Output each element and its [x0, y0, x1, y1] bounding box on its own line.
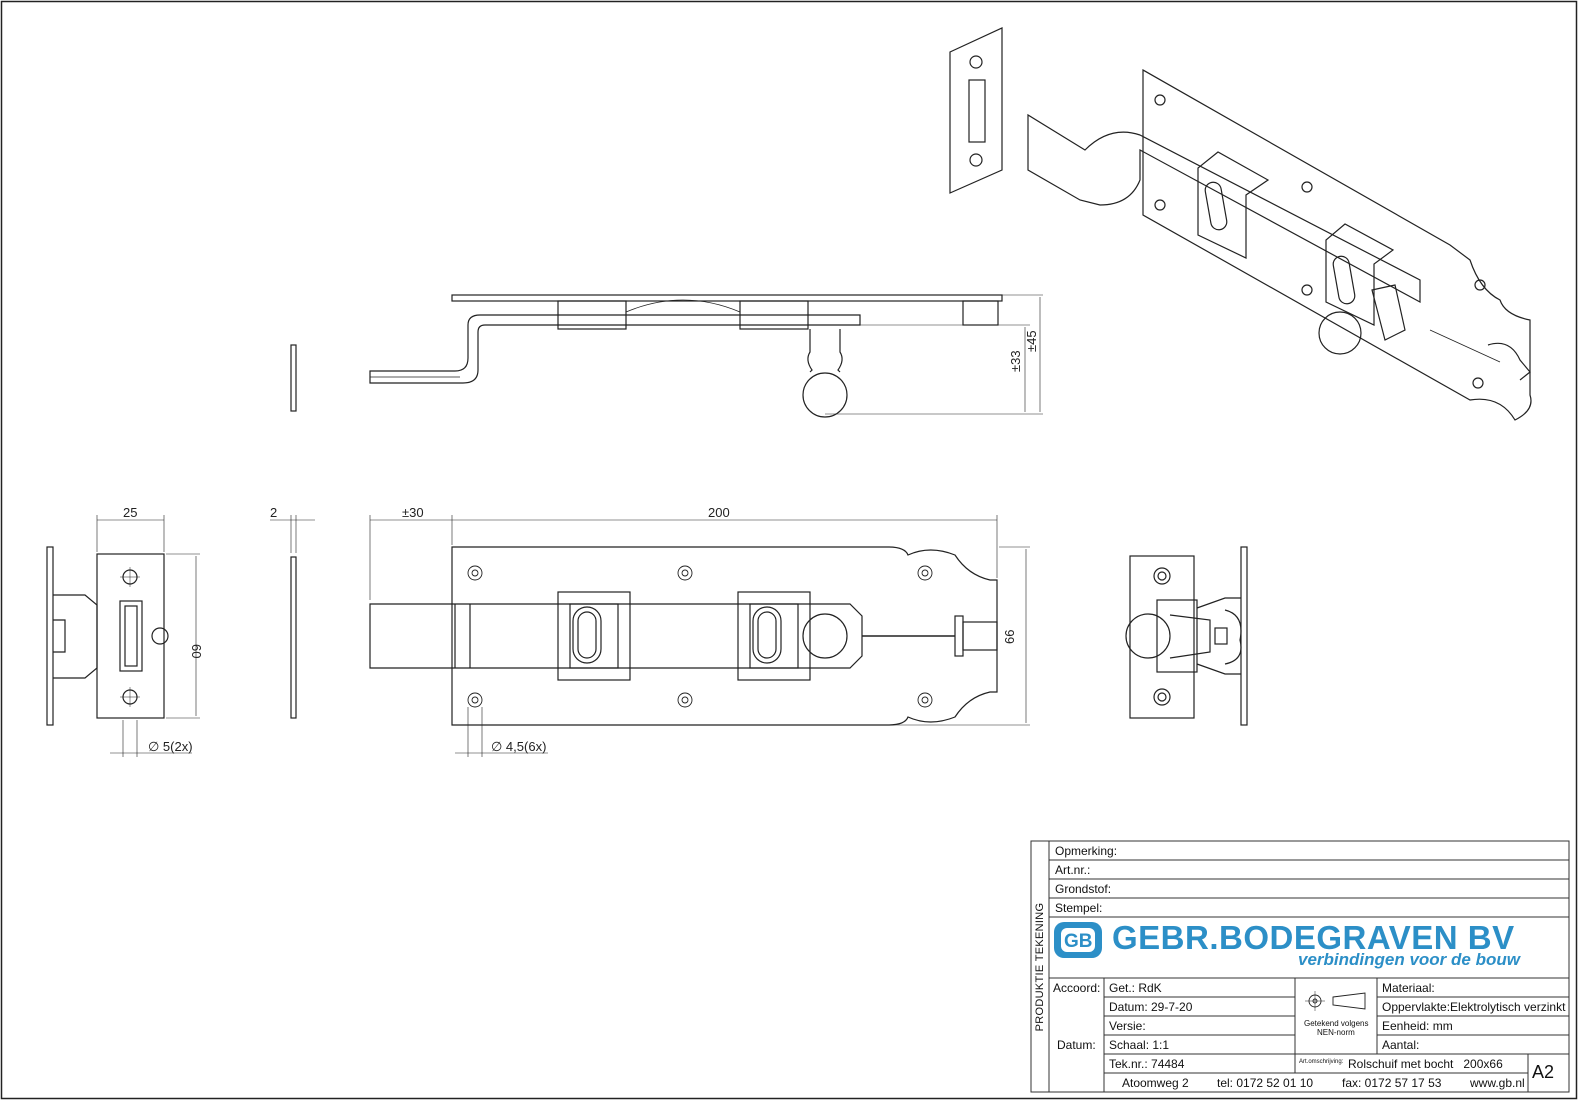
telephone: tel: 0172 52 01 10 [1217, 1076, 1314, 1090]
production-drawing-label: PRODUKTIE TEKENING [1034, 902, 1046, 1031]
dim-hole-plate: ∅ 4,5(6x) [491, 739, 546, 754]
dim-hole-keeper: ∅ 5(2x) [148, 739, 193, 754]
unit: Eenheid: mm [1382, 1019, 1453, 1033]
art-nr-label: Art.nr.: [1055, 863, 1091, 877]
dim-length: 200 [708, 505, 730, 520]
front-view [369, 515, 1030, 757]
grondstof-label: Grondstof: [1055, 882, 1112, 896]
dim-plate-thickness: 2 [270, 505, 277, 520]
company-logo: GB [1054, 922, 1102, 958]
stempel-label: Stempel: [1055, 901, 1103, 915]
isometric-view [949, 27, 1532, 421]
projection-symbol-icon [1305, 991, 1366, 1011]
website: www.gb.nl [1470, 1076, 1525, 1090]
base-plate-iso [1142, 68, 1532, 421]
drawing-number: Tek.nr.: 74484 [1109, 1057, 1185, 1071]
dim-bolt-height: 60 [189, 644, 204, 658]
end-plate [1129, 555, 1195, 719]
knob-side [802, 372, 848, 418]
keeper-iso-1 [1197, 151, 1270, 259]
article-description: Rolschuif met bocht 200x66 [1348, 1057, 1503, 1071]
keeper-iso-2 [1325, 223, 1395, 326]
dim-bolt-offset: ±30 [402, 505, 424, 520]
aantal-label: Aantal: [1382, 1038, 1420, 1052]
keeper-front-view [46, 515, 200, 757]
knob-end [1125, 613, 1171, 659]
base-plate-front [451, 546, 998, 726]
materiaal-label: Materiaal: [1382, 981, 1435, 995]
strike-plate-iso [949, 27, 1003, 194]
bolt-front [369, 603, 863, 669]
end-tab-side [962, 300, 999, 326]
keeper-front-2 [737, 591, 811, 681]
dim-depth-33: ±33 [1008, 350, 1023, 372]
norm-line-2: NEN-norm [1317, 1028, 1355, 1037]
company-name: GEBR.BODEGRAVEN BV [1112, 919, 1515, 956]
datum-accoord-label: Datum: [1057, 1038, 1096, 1052]
accoord-label: Accoord: [1053, 981, 1101, 995]
bolt-iso [1027, 113, 1421, 304]
end-view [1125, 546, 1248, 726]
company-tagline: verbindingen voor de bouw [1298, 950, 1520, 969]
drawn-by: Get.: RdK [1109, 981, 1162, 995]
strike-plate-side [290, 344, 297, 412]
knob-iso [1318, 311, 1362, 355]
base-plate-side [451, 294, 1003, 302]
art-omschrijving-label: Art.omschrijving: [1299, 1059, 1344, 1065]
dim-bolt-width: 25 [123, 505, 137, 520]
logo-letters: GB [1064, 931, 1093, 952]
knob-front [802, 613, 848, 659]
dim-depth-45: ±45 [1024, 330, 1039, 352]
surface-treatment: Oppervlakte:Elektrolytisch verzinkt [1382, 1000, 1566, 1014]
side-view [290, 294, 1043, 418]
opmerking-label: Opmerking: [1055, 844, 1118, 858]
norm-line-1: Getekend volgens [1304, 1019, 1369, 1028]
keeper-front-1 [557, 591, 631, 681]
sheet-size: A2 [1532, 1062, 1555, 1082]
strike-plate-thickness-view [270, 515, 315, 719]
title-block-grid [1030, 840, 1570, 1093]
keeper-side-1 [557, 300, 627, 330]
address: Atoomweg 2 [1122, 1076, 1189, 1090]
fax: fax: 0172 57 17 53 [1342, 1076, 1442, 1090]
keeper-side-2 [739, 300, 809, 330]
drawing-date: Datum: 29-7-20 [1109, 1000, 1193, 1014]
keeper-plate-front [96, 553, 165, 719]
scale: Schaal: 1:1 [1109, 1038, 1170, 1052]
version: Versie: [1109, 1019, 1146, 1033]
bolt-bar-side [369, 314, 861, 384]
dim-height: 66 [1002, 630, 1017, 644]
